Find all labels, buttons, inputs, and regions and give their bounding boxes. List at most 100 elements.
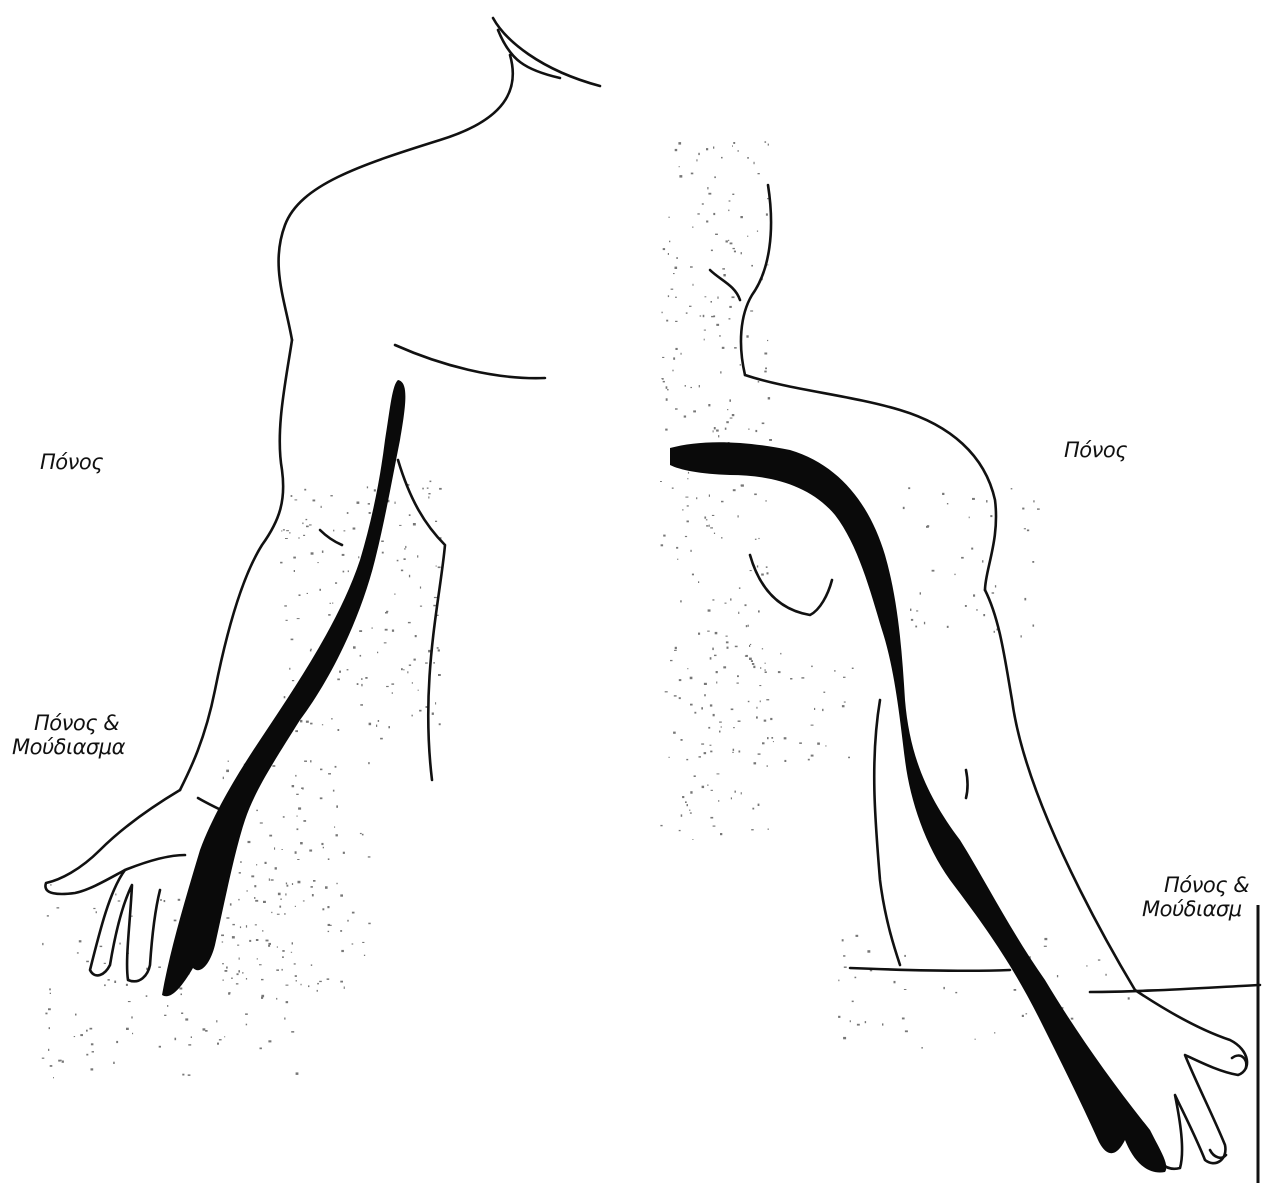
stipple-dot (228, 992, 230, 994)
stipple-dot (904, 955, 906, 957)
stipple-dot (311, 886, 313, 888)
stipple-dot (694, 712, 696, 714)
stipple-dot (174, 920, 177, 922)
stipple-dot (768, 829, 770, 830)
stipple-dot (321, 843, 323, 845)
stipple-dot (336, 883, 337, 884)
stipple-dot (726, 641, 729, 643)
right-thumb-nail (1232, 1056, 1246, 1068)
stipple-dot (965, 605, 967, 607)
stipple-dot (732, 296, 735, 298)
stipple-dot (707, 631, 710, 632)
stipple-dot (297, 618, 300, 619)
stipple-dot (256, 810, 258, 811)
stipple-dot (751, 660, 753, 662)
stipple-dot (86, 961, 89, 963)
stipple-dot (690, 677, 693, 680)
stipple-dot (164, 900, 166, 902)
stipple-dot (1027, 530, 1029, 532)
stipple-dot (413, 523, 416, 526)
stipple-dot (679, 830, 681, 831)
stipple-dot (769, 439, 772, 441)
stipple-dot (332, 603, 333, 604)
stipple-dot (292, 785, 295, 787)
stipple-dot (660, 825, 662, 826)
stipple-dot (704, 694, 706, 696)
stipple-dot (729, 200, 731, 201)
stipple-dot (701, 743, 704, 744)
stipple-dot (392, 692, 393, 694)
stipple-dot (337, 679, 340, 681)
left-shoulder-outline (279, 55, 513, 340)
stipple-dot (303, 820, 306, 822)
stipple-dot (696, 497, 697, 499)
stipple-dot (668, 217, 669, 218)
stipple-dot (357, 683, 359, 685)
stipple-dot (300, 842, 303, 844)
stipple-dot (842, 705, 845, 707)
stipple-dot (313, 880, 316, 882)
stipple-dot (838, 1016, 840, 1018)
stipple-dot (755, 539, 757, 540)
stipple-dot (733, 749, 735, 751)
stipple-dot (733, 727, 735, 728)
stipple-dot (752, 808, 754, 810)
stipple-dot (265, 862, 267, 864)
stipple-dot (708, 404, 710, 406)
stipple-dot (263, 901, 266, 903)
stipple-dot (768, 144, 769, 146)
stipple-dot (766, 213, 768, 215)
stipple-dot (679, 697, 681, 699)
stipple-dot (360, 655, 362, 657)
stipple-dot (678, 142, 681, 145)
stipple-dot (279, 906, 281, 908)
stipple-dot (236, 983, 239, 984)
stipple-dot (720, 833, 722, 835)
stipple-dot (286, 620, 288, 621)
stipple-dot (732, 414, 735, 416)
stipple-dot (372, 627, 373, 629)
stipple-dot (286, 1001, 289, 1003)
stipple-dot (340, 894, 343, 896)
stipple-dot (420, 606, 422, 607)
stipple-dot (284, 696, 286, 698)
stipple-dot (216, 1020, 217, 1022)
stipple-dot (679, 175, 682, 178)
stipple-dot (237, 945, 239, 946)
stipple-dot (755, 430, 757, 432)
stipple-dot (704, 683, 707, 685)
stipple-dot (741, 252, 742, 254)
stipple-dot (203, 1028, 206, 1030)
stipple-dot (722, 268, 725, 269)
stipple-dot (428, 496, 429, 498)
stipple-dot (331, 718, 332, 719)
stipple-dot (749, 645, 750, 647)
stipple-dot (358, 556, 359, 558)
left-arm-figure (45, 18, 600, 981)
stipple-dot (750, 570, 752, 571)
stipple-dot (811, 725, 814, 726)
stipple-dot (262, 930, 263, 931)
stipple-dot (245, 1013, 248, 1015)
stipple-dot (723, 274, 725, 276)
stipple-dot (738, 612, 739, 614)
stipple-dot (91, 1043, 94, 1045)
stipple-dot (690, 550, 691, 552)
stipple-dot (738, 721, 741, 722)
stipple-dot (343, 571, 345, 573)
stipple-dot (690, 791, 692, 794)
stipple-dot (752, 663, 754, 665)
stipple-dot (276, 998, 277, 1000)
stipple-dot (850, 1020, 851, 1022)
stipple-dot (230, 903, 232, 905)
stipple-dot (286, 530, 289, 531)
stipple-dot (716, 430, 719, 432)
stipple-dot (296, 1072, 299, 1075)
stipple-dot (954, 574, 955, 575)
stipple-dot (685, 801, 687, 803)
stipple-dot (92, 1051, 94, 1052)
stipple-dot (286, 985, 289, 986)
stipple-dot (269, 878, 270, 880)
right-arm-figure (710, 185, 1260, 1169)
stipple-dot (42, 1058, 45, 1059)
